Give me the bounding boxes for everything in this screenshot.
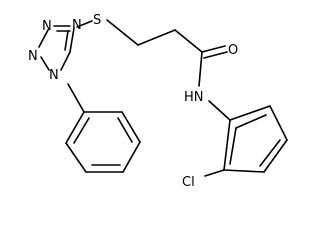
bond (117, 117, 133, 143)
bond (64, 30, 69, 51)
bond (198, 51, 203, 87)
phenyl-ring (65, 83, 141, 173)
bond (65, 142, 87, 173)
atom-label-s: S (93, 13, 101, 28)
bond (203, 51, 228, 59)
bond (208, 100, 231, 121)
bond (235, 114, 267, 129)
structure-drawing: N N N N S O HN Cl (28, 13, 288, 190)
bond (223, 119, 231, 171)
bond (65, 111, 85, 144)
bond (60, 51, 71, 71)
bond (122, 141, 141, 173)
bond (223, 169, 265, 173)
atom-label-cl: Cl (182, 175, 195, 190)
bond (67, 83, 85, 113)
atom-label-n1: N (72, 18, 82, 33)
atom-label-nh: HN (184, 90, 204, 105)
bond (174, 29, 203, 53)
molecule-diagram: N N N N S O HN Cl (28, 13, 288, 190)
atom-label-n4: N (49, 68, 59, 83)
chlorophenyl-ring (204, 105, 288, 177)
bond (259, 139, 281, 167)
bond (106, 19, 139, 46)
propanamide-chain (76, 19, 231, 121)
bond (76, 20, 93, 28)
atom-labels: N N N N S O HN Cl (28, 13, 238, 190)
bond (38, 29, 49, 48)
atom-label-n2: N (42, 19, 52, 34)
bond (229, 127, 237, 165)
bond (73, 117, 90, 144)
tetrazole-ring (38, 25, 75, 71)
bond (69, 27, 75, 53)
bond (204, 169, 225, 177)
bond (40, 56, 50, 71)
bond (137, 29, 176, 46)
bond (263, 139, 288, 173)
bond (229, 105, 271, 121)
bond (201, 45, 226, 53)
atom-label-n3: N (28, 49, 38, 64)
bond (269, 105, 288, 141)
atom-label-o: O (228, 43, 238, 58)
bond (121, 111, 141, 143)
